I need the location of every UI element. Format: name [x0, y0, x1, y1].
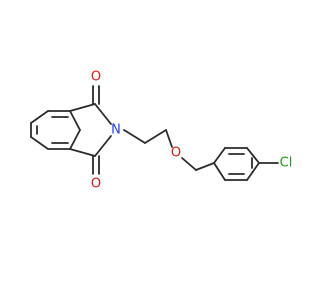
bond	[195, 162, 215, 171]
bond	[69, 103, 96, 112]
structure-canvas: O N O O Cl	[30, 69, 293, 192]
bond	[94, 103, 112, 125]
molecule-drawing: O N O O Cl	[30, 70, 292, 192]
bond	[123, 129, 146, 144]
chlorine-label: Cl	[280, 156, 293, 171]
bond	[30, 110, 49, 124]
oxygen-bottom-label: O	[91, 177, 101, 192]
atom-labels: O N O O Cl	[91, 70, 292, 192]
oxygen-top-label: O	[91, 70, 101, 85]
bond	[213, 162, 226, 181]
phthalimide-benzene-ring	[30, 110, 81, 150]
ethoxy-linker	[123, 129, 215, 171]
bond	[30, 136, 49, 150]
chlorobenzene-ring	[213, 147, 279, 181]
bond	[246, 147, 260, 164]
bond	[165, 129, 173, 148]
bond	[69, 129, 81, 150]
bond	[69, 148, 96, 157]
bond	[246, 162, 260, 181]
bond	[213, 147, 226, 164]
oxygen-ether-label: O	[171, 146, 181, 161]
bond	[144, 129, 167, 144]
bond	[69, 110, 81, 131]
bond	[94, 135, 112, 157]
nitrogen-label: N	[111, 123, 121, 138]
bond	[181, 157, 197, 171]
imide-ring	[69, 85, 112, 175]
